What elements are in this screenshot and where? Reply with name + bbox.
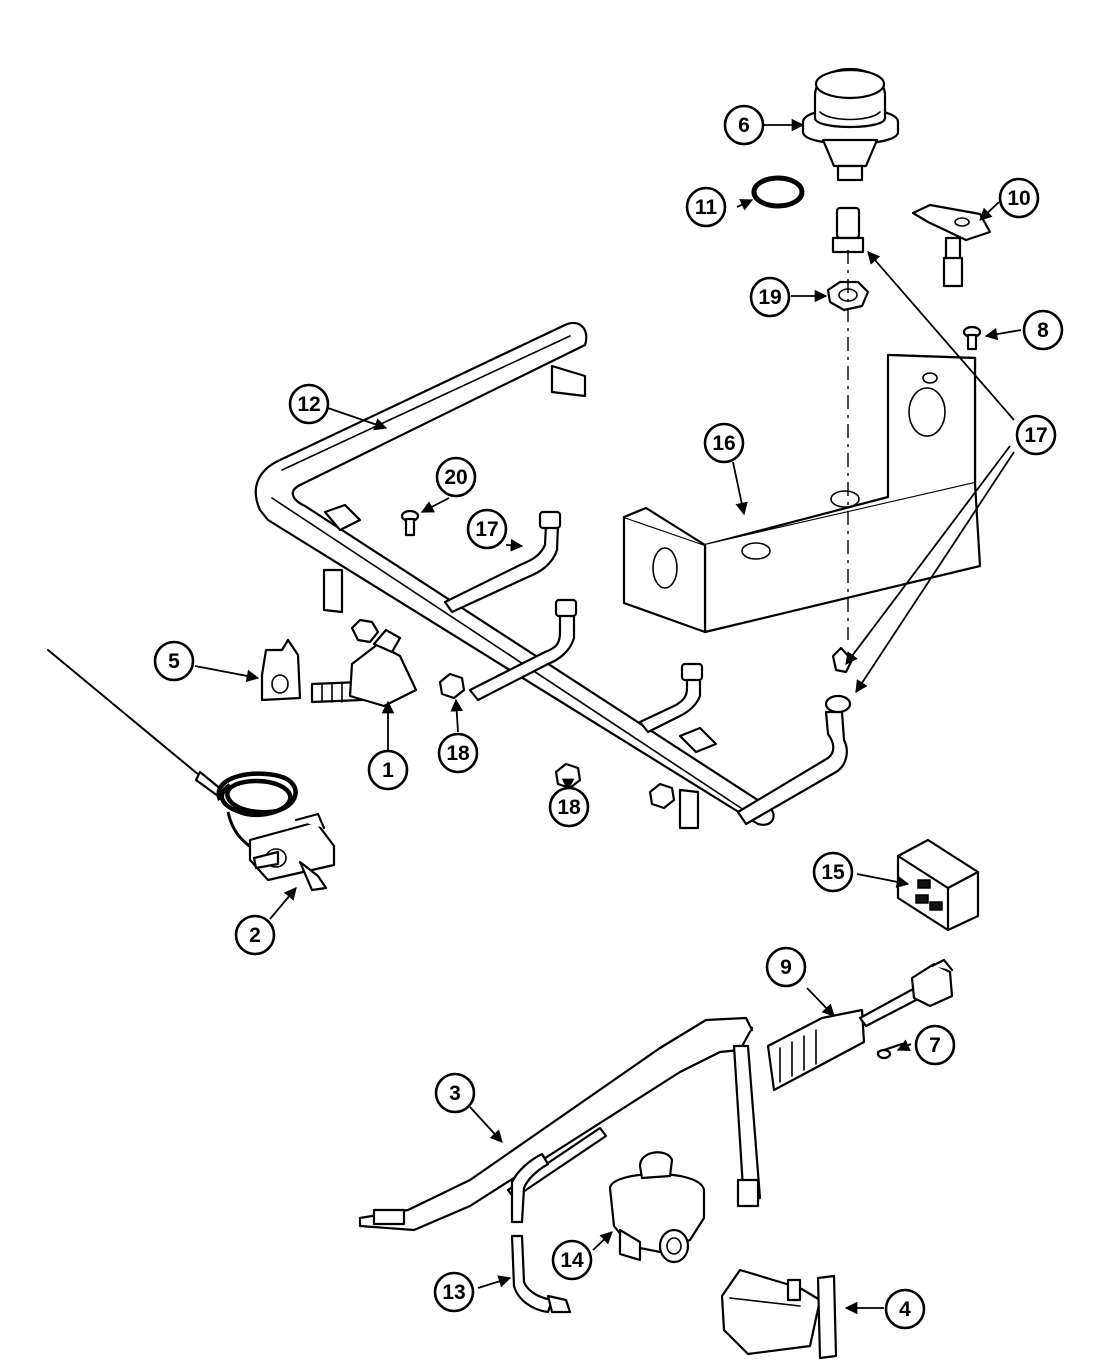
callout-9: 9 bbox=[765, 946, 807, 988]
callout-5: 5 bbox=[153, 640, 195, 682]
callout-17-top: 17 bbox=[1015, 414, 1057, 456]
svg-text:2: 2 bbox=[249, 924, 261, 947]
callout-7: 7 bbox=[914, 1024, 956, 1066]
callout-4: 4 bbox=[884, 1288, 926, 1330]
svg-text:19: 19 bbox=[758, 286, 781, 309]
svg-text:9: 9 bbox=[780, 956, 792, 979]
callout-18-left: 18 bbox=[437, 732, 479, 774]
burner-bracket-part bbox=[622, 353, 982, 634]
svg-text:18: 18 bbox=[446, 742, 470, 765]
callout-16: 16 bbox=[703, 422, 745, 464]
burner-head-part bbox=[801, 67, 900, 182]
o-ring-part bbox=[751, 175, 805, 209]
svg-text:18: 18 bbox=[557, 796, 581, 819]
screw-part-8 bbox=[962, 325, 982, 351]
burner-valve-part bbox=[310, 628, 418, 708]
callout-13: 13 bbox=[433, 1271, 475, 1313]
gas-tubes bbox=[350, 510, 854, 826]
valve-switch-part bbox=[720, 1268, 838, 1360]
svg-text:5: 5 bbox=[168, 650, 180, 673]
orifice-hood-part bbox=[831, 206, 865, 254]
svg-text:17: 17 bbox=[1024, 424, 1047, 447]
svg-text:13: 13 bbox=[442, 1281, 465, 1304]
callout-10: 10 bbox=[998, 177, 1040, 219]
callout-18-right: 18 bbox=[548, 786, 590, 828]
svg-text:12: 12 bbox=[297, 393, 320, 416]
thermostat-part bbox=[47, 649, 336, 892]
callout-3: 3 bbox=[434, 1072, 476, 1114]
igniter-electrode-part bbox=[911, 203, 992, 288]
callout-19: 19 bbox=[749, 276, 791, 318]
pressure-regulator-part bbox=[608, 1151, 706, 1264]
valve-clip-part bbox=[260, 638, 302, 702]
screw-part-20 bbox=[400, 509, 420, 537]
svg-text:16: 16 bbox=[712, 432, 735, 455]
svg-text:1: 1 bbox=[382, 759, 394, 782]
hex-nut-part bbox=[826, 280, 870, 312]
callout-11: 11 bbox=[685, 186, 727, 228]
svg-text:17: 17 bbox=[475, 518, 498, 541]
callout-2: 2 bbox=[234, 914, 276, 956]
callout-8: 8 bbox=[1022, 309, 1064, 351]
svg-text:3: 3 bbox=[449, 1082, 461, 1105]
callout-17-tube: 17 bbox=[466, 508, 508, 550]
callout-20: 20 bbox=[435, 456, 477, 498]
svg-text:14: 14 bbox=[560, 1249, 584, 1272]
svg-text:6: 6 bbox=[738, 114, 750, 137]
svg-text:10: 10 bbox=[1007, 187, 1030, 210]
svg-text:15: 15 bbox=[821, 861, 845, 884]
manifold-frame-part bbox=[254, 321, 775, 830]
callout-12: 12 bbox=[288, 383, 330, 425]
svg-text:4: 4 bbox=[899, 1298, 911, 1321]
callout-1: 1 bbox=[367, 749, 409, 791]
callout-6: 6 bbox=[723, 104, 765, 146]
svg-text:20: 20 bbox=[444, 466, 467, 489]
svg-text:8: 8 bbox=[1037, 319, 1049, 342]
burner-tube-part bbox=[358, 1016, 762, 1232]
svg-text:11: 11 bbox=[695, 196, 718, 219]
spark-module-part bbox=[896, 838, 980, 932]
callout-15: 15 bbox=[812, 851, 854, 893]
pilot-tube-part bbox=[510, 1152, 572, 1314]
screw-part-7 bbox=[876, 1042, 904, 1060]
callout-14: 14 bbox=[551, 1239, 593, 1281]
leader-lines bbox=[194, 118, 1022, 1315]
ignition-switch-part bbox=[766, 958, 954, 1092]
svg-text:7: 7 bbox=[929, 1034, 941, 1057]
